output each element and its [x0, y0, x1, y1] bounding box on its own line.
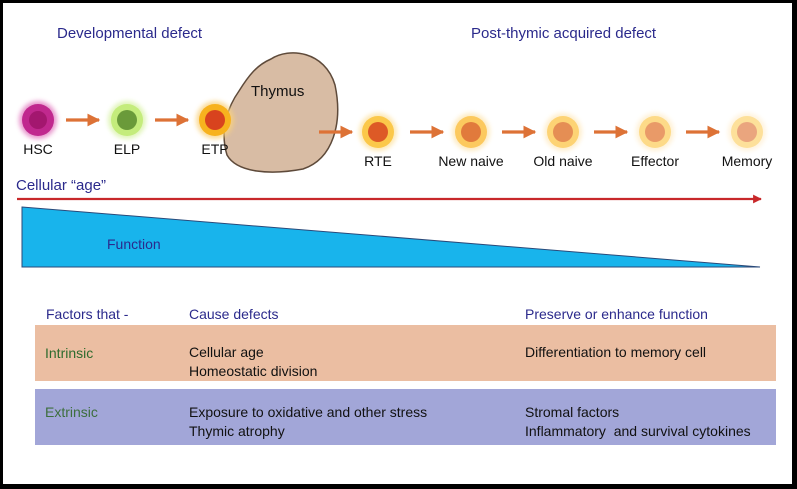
- age-function-graphic: [17, 194, 762, 268]
- cell-label-etp: ETP: [201, 141, 229, 157]
- developmental-defect-header: Developmental defect: [57, 25, 203, 42]
- thymus-label: Thymus: [251, 83, 305, 100]
- row-label-intrinsic: Intrinsic: [45, 345, 94, 361]
- cell-label-old-naive: Old naive: [533, 153, 593, 169]
- col-header-preserve: Preserve or enhance function: [525, 306, 708, 322]
- cell-old-naive: [544, 113, 582, 151]
- col-header-factors: Factors that -: [46, 306, 129, 322]
- extrinsic-preserve-1: Stromal factors: [525, 404, 620, 420]
- cell-label-elp: ELP: [113, 141, 141, 157]
- cell-new-naive: [452, 113, 490, 151]
- function-wedge: [21, 206, 761, 268]
- cell-rte: [359, 113, 397, 151]
- diagram-frame: Developmental defect Post-thymic acquire…: [3, 3, 792, 484]
- function-label: Function: [107, 236, 161, 252]
- cell-effector: [636, 113, 674, 151]
- table-row-intrinsic: Intrinsic Cellular age Homeostatic divis…: [35, 325, 776, 381]
- cell-memory: [728, 113, 766, 151]
- thymus-organ: [223, 52, 339, 173]
- cell-elp: [108, 101, 146, 139]
- intrinsic-cause-2: Homeostatic division: [189, 363, 318, 379]
- cellular-age-label: Cellular “age”: [16, 177, 107, 194]
- intrinsic-preserve-1: Differentiation to memory cell: [525, 344, 707, 360]
- cell-hsc: [19, 101, 57, 139]
- cell-label-hsc: HSC: [23, 141, 53, 157]
- table-row-extrinsic: Extrinsic Exposure to oxidative and othe…: [35, 389, 776, 445]
- post-thymic-defect-header: Post-thymic acquired defect: [471, 25, 657, 42]
- cell-label-memory: Memory: [721, 153, 773, 169]
- cell-progression-diagram: [19, 52, 766, 173]
- intrinsic-cause-1: Cellular age: [189, 344, 264, 360]
- extrinsic-preserve-2: Inflammatory and survival cytokines: [525, 423, 751, 439]
- row-label-extrinsic: Extrinsic: [45, 404, 98, 420]
- extrinsic-cause-2: Thymic atrophy: [189, 423, 285, 439]
- extrinsic-cause-1: Exposure to oxidative and other stress: [189, 404, 428, 420]
- cell-label-effector: Effector: [631, 153, 679, 169]
- cell-label-rte: RTE: [364, 153, 392, 169]
- cell-label-new-naive: New naive: [438, 153, 504, 169]
- col-header-cause: Cause defects: [189, 306, 279, 322]
- cell-etp: [196, 101, 234, 139]
